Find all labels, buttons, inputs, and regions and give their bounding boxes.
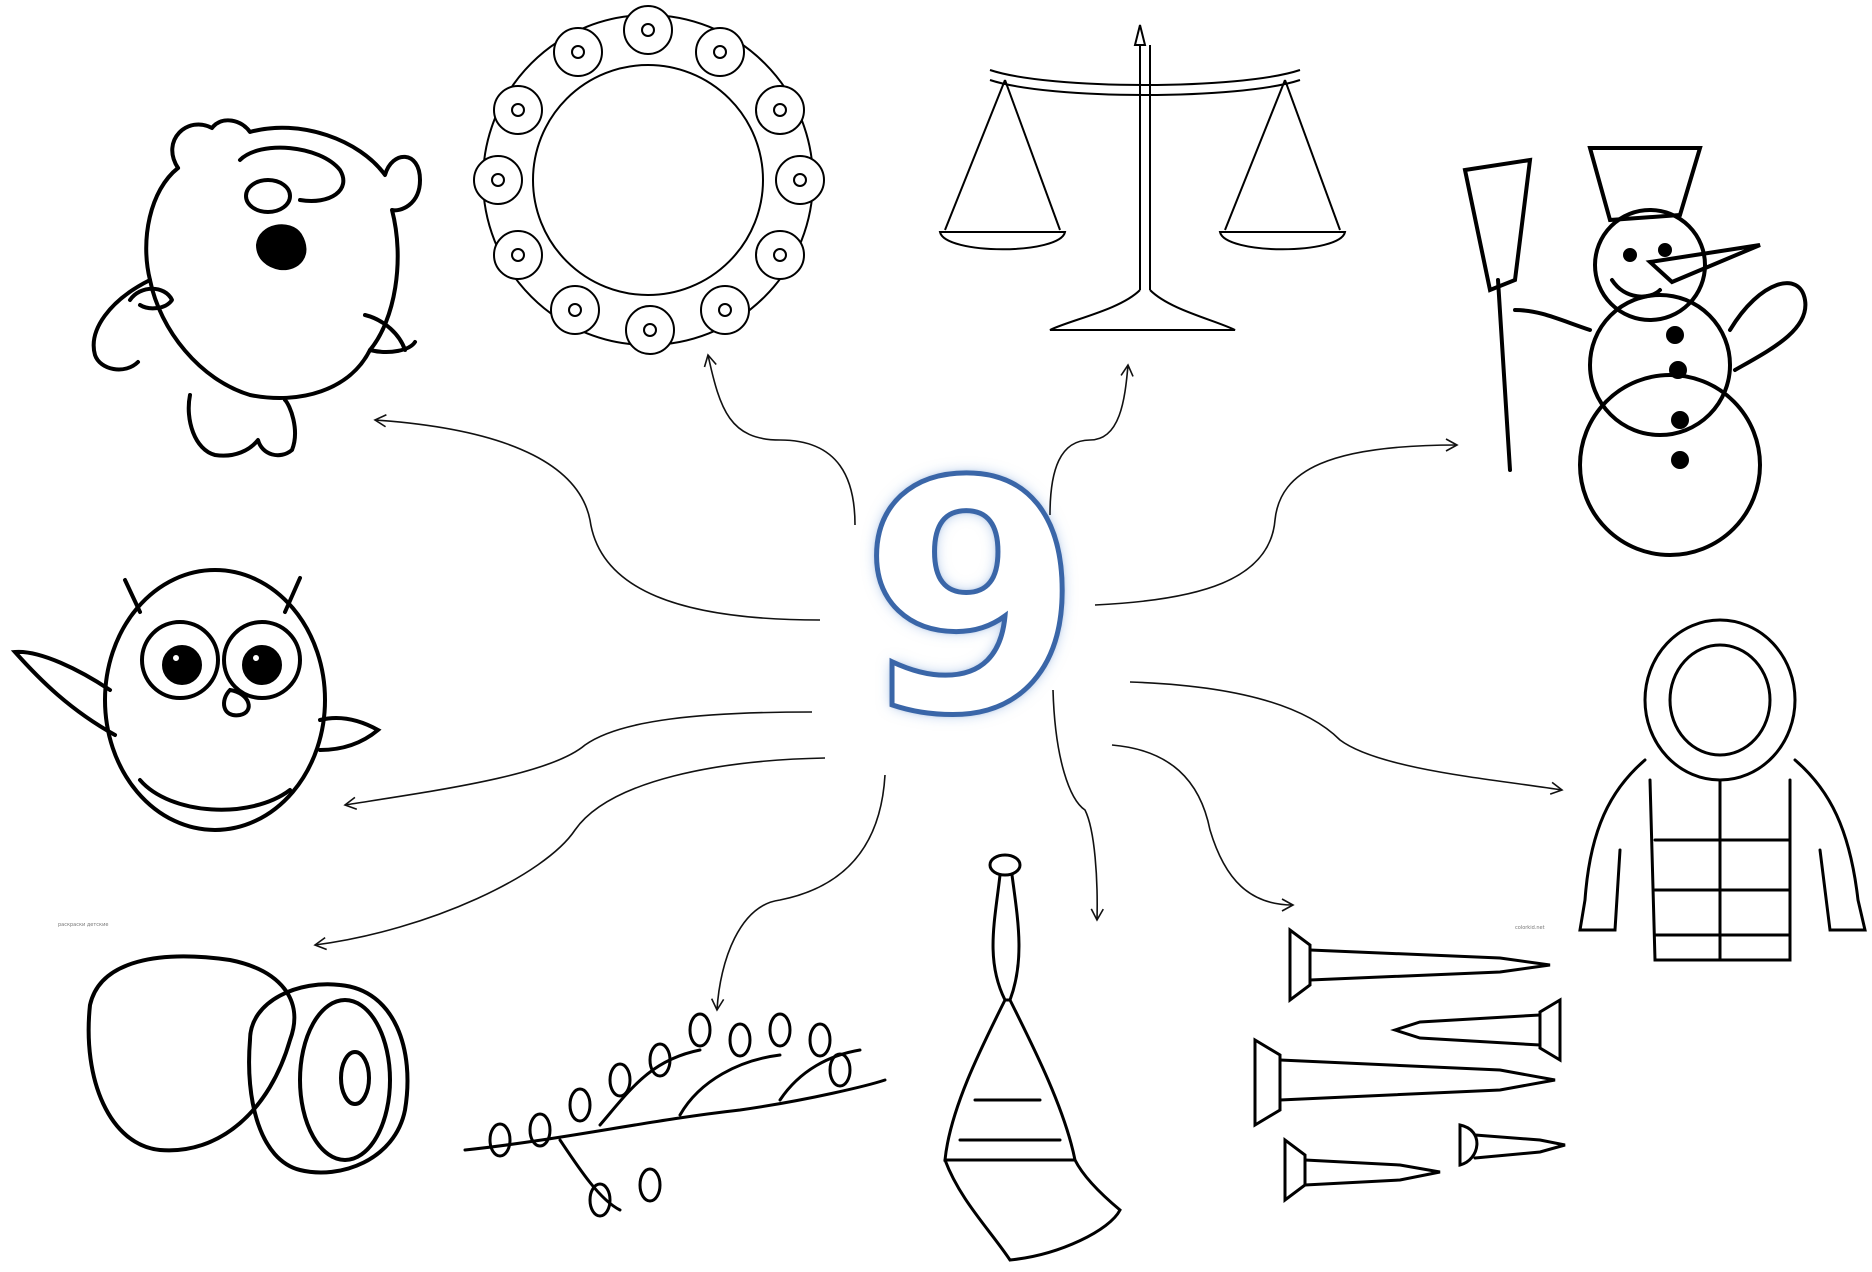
- broom-icon: [945, 855, 1120, 1260]
- leafy-branch-icon: [465, 1014, 885, 1216]
- screws-icon: [1255, 930, 1565, 1200]
- arrow-to-owl: [345, 712, 812, 805]
- source-caption-right: colorkid.net: [1515, 925, 1545, 931]
- winter-jacket-icon: [1580, 620, 1865, 960]
- arrow-to-jacket: [1130, 682, 1562, 790]
- arrow-to-snowman: [1095, 445, 1457, 605]
- snowman-icon: [1465, 148, 1805, 555]
- owl-icon: [15, 570, 378, 830]
- arrow-to-wreath: [708, 355, 855, 525]
- arrow-to-screws: [1112, 745, 1293, 905]
- source-caption-left: раскраски детские: [58, 922, 108, 928]
- flower-wreath-icon: [474, 6, 824, 354]
- arrow-to-bear: [375, 420, 820, 620]
- center-digit-nine: 9: [860, 440, 1080, 760]
- arrow-to-branch: [717, 775, 885, 1010]
- kiwi-fruit-icon: [89, 956, 408, 1172]
- bear-cub-icon: [94, 120, 420, 455]
- balance-scales-icon: [940, 25, 1345, 330]
